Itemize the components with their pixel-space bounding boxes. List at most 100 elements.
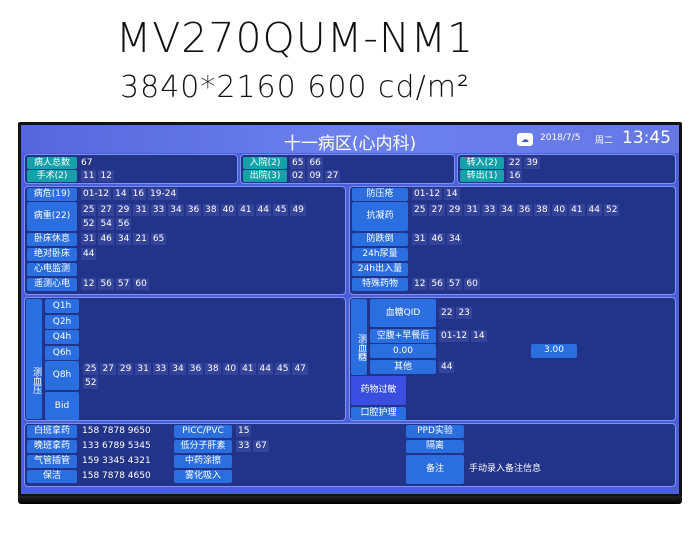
bed-chip[interactable]: 25 [412,204,428,216]
bed-chip[interactable]: 09 [307,170,323,182]
bed-chip[interactable]: 15 [236,425,252,437]
bed-chip[interactable]: 57 [115,278,132,290]
bed-chip[interactable]: 11 [81,170,97,182]
condition-panel: 病危(19) 01-12 14 16 19-24 病重(22) 25 27 29… [24,186,346,295]
bed-chip[interactable]: 38 [534,204,550,216]
bed-chip[interactable]: 25 [83,363,99,375]
bed-chip[interactable]: 65 [290,157,306,169]
note-text[interactable]: 手动录入备注信息 [469,464,542,474]
bed-chip[interactable]: 22 [507,157,523,169]
bed-chip[interactable]: 27 [429,204,445,216]
bed-chip[interactable]: 60 [464,278,480,290]
bed-chip[interactable]: 12 [412,278,428,290]
bed-chip[interactable]: 31 [81,233,97,245]
bed-chip[interactable]: 44 [439,361,455,373]
weather-icon: ☁ [517,133,533,146]
bed-chip[interactable]: 31 [135,363,151,375]
bed-chip[interactable]: 16 [507,170,523,182]
bed-chip[interactable]: 34 [115,233,132,245]
bed-chip[interactable]: 23 [456,307,472,319]
bed-chip[interactable]: 01-12 [81,188,112,200]
bed-chip[interactable]: 21 [133,233,149,245]
bed-chip[interactable]: 34 [168,204,184,216]
bed-chip[interactable]: 31 [412,233,428,245]
other-values: 44 [439,361,455,373]
bed-chip[interactable]: 22 [439,307,455,319]
bed-chip[interactable]: 34 [170,363,186,375]
bed-chip[interactable]: 49 [290,204,306,216]
bed-chip[interactable]: 12 [98,170,114,182]
bed-chip[interactable]: 41 [240,363,256,375]
bed-chip[interactable]: 16 [130,188,147,200]
bed-chip[interactable]: 33 [236,440,252,452]
bed-chip[interactable]: 56 [98,278,114,290]
condition-label-strict-bed-rest: 绝对卧床 [27,248,77,261]
sugar-value-3-00[interactable]: 3.00 [531,344,577,358]
ppd-test-label: PPD实验 [406,425,464,438]
bed-chip[interactable]: 65 [150,233,167,245]
bed-chip[interactable]: 38 [203,204,219,216]
bed-chip[interactable]: 25 [81,204,97,216]
bed-chip[interactable]: 45 [272,204,289,216]
bed-chip[interactable]: 31 [464,204,480,216]
bed-chip[interactable]: 14 [471,330,487,342]
bed-chip[interactable]: 52 [603,204,620,216]
bed-chip[interactable]: 57 [446,278,463,290]
bed-chip[interactable]: 44 [586,204,602,216]
bed-chip[interactable]: 41 [569,204,585,216]
discharge-label: 出院(3) [243,170,287,182]
bed-chip[interactable]: 56 [115,218,132,230]
bed-chip[interactable]: 40 [220,204,237,216]
bed-chip[interactable]: 39 [524,157,540,169]
bed-chip[interactable]: 34 [446,233,463,245]
bed-chip[interactable]: 27 [98,204,114,216]
bed-chip[interactable]: 47 [292,363,308,375]
bed-chip[interactable]: 52 [81,218,97,230]
bed-chip[interactable]: 33 [150,204,167,216]
bed-chip[interactable]: 44 [81,248,97,260]
bed-chip[interactable]: 60 [133,278,149,290]
bed-chip[interactable]: 45 [274,363,291,375]
bed-chip[interactable]: 33 [152,363,169,375]
bed-chip[interactable]: 46 [98,233,114,245]
bed-chip[interactable]: 46 [429,233,445,245]
bed-chip[interactable]: 34 [499,204,515,216]
bed-chip[interactable]: 01-12 [412,188,443,200]
bed-chip[interactable]: 31 [133,204,149,216]
bed-chip[interactable]: 29 [117,363,134,375]
bed-chip[interactable]: 67 [253,440,269,452]
transfer-in-values: 22 39 [507,157,541,169]
bed-chip[interactable]: 29 [115,204,132,216]
bed-chip[interactable]: 12 [81,278,97,290]
anticoagulant-values: 25 27 29 31 33 34 36 38 40 41 44 52 [412,204,627,216]
bed-chip[interactable]: 01-12 [439,330,470,342]
blood-pressure-group-label: 测血压 [26,299,42,419]
bed-chip[interactable]: 44 [255,204,271,216]
condition-label-bed-rest: 卧床休息 [27,233,77,246]
bp-label-q8h: Q8h [45,361,79,390]
bed-chip[interactable]: 14 [444,188,460,200]
date: 2018/7/5 [540,133,581,143]
bed-chip[interactable]: 02 [290,170,306,182]
bed-chip[interactable]: 54 [98,218,114,230]
bed-chip[interactable]: 52 [83,377,99,389]
bed-chip[interactable]: 29 [446,204,463,216]
bed-chip[interactable]: 14 [113,188,129,200]
bed-chip[interactable]: 19-24 [148,188,179,200]
bed-chip[interactable]: 36 [516,204,533,216]
admit-values: 65 66 [290,157,324,169]
bed-chip[interactable]: 44 [257,363,273,375]
bed-chip[interactable]: 40 [551,204,568,216]
bed-chip[interactable]: 33 [481,204,498,216]
bed-chip[interactable]: 27 [324,170,341,182]
bed-chip[interactable]: 36 [187,363,204,375]
bed-chip[interactable]: 36 [185,204,202,216]
contact-label-intubation: 气管插管 [27,455,77,468]
ward-title: 十一病区(心内科) [283,134,417,154]
bed-chip[interactable]: 27 [100,363,116,375]
bed-chip[interactable]: 40 [222,363,239,375]
bed-chip[interactable]: 41 [238,204,254,216]
bed-chip[interactable]: 56 [429,278,445,290]
bed-chip[interactable]: 38 [205,363,221,375]
bed-chip[interactable]: 66 [307,157,323,169]
